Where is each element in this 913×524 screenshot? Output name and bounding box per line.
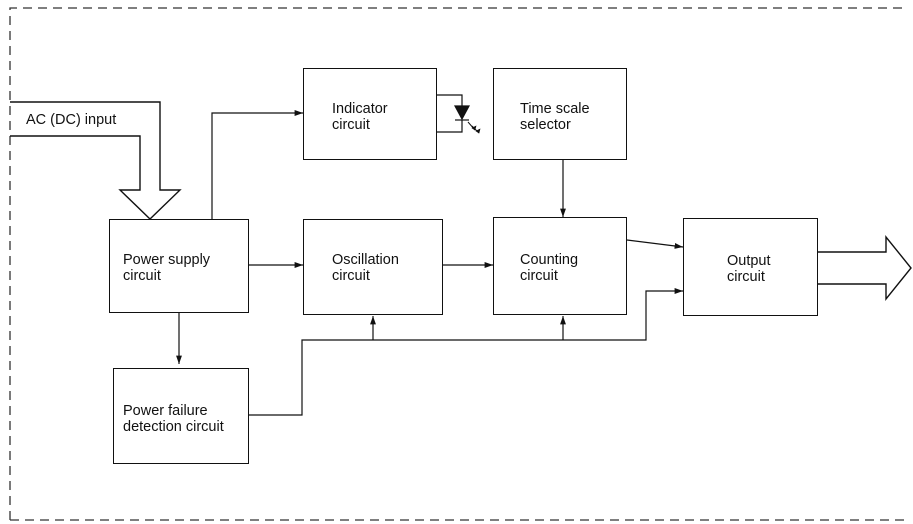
output-circuit-block: Output circuit <box>683 218 818 316</box>
output-arrow <box>818 235 912 301</box>
ac-input-label: AC (DC) input <box>26 112 117 128</box>
indicator-circuit-label: Indicator circuit <box>332 101 388 133</box>
power-supply-block: Power supply circuit <box>109 219 249 313</box>
indicator-circuit-block: Indicator circuit <box>303 68 437 160</box>
time-scale-selector-label: Time scale selector <box>520 101 590 133</box>
wire-power-to-indicator <box>211 110 303 219</box>
led-icon <box>437 94 481 134</box>
output-circuit-label: Output circuit <box>727 253 771 285</box>
counting-circuit-block: Counting circuit <box>493 217 627 315</box>
power-failure-detection-label: Power failure detection circuit <box>123 403 224 435</box>
time-scale-selector-block: Time scale selector <box>493 68 627 160</box>
enclosure-border <box>9 7 905 520</box>
power-supply-label: Power supply circuit <box>123 252 211 284</box>
wire-counting-to-output <box>626 239 684 249</box>
power-failure-detection-block: Power failure detection circuit <box>113 368 249 464</box>
wire-failure-bus <box>249 288 683 416</box>
oscillation-circuit-label: Oscillation circuit <box>332 252 399 284</box>
oscillation-circuit-block: Oscillation circuit <box>303 219 443 315</box>
counting-circuit-label: Counting circuit <box>520 252 579 284</box>
